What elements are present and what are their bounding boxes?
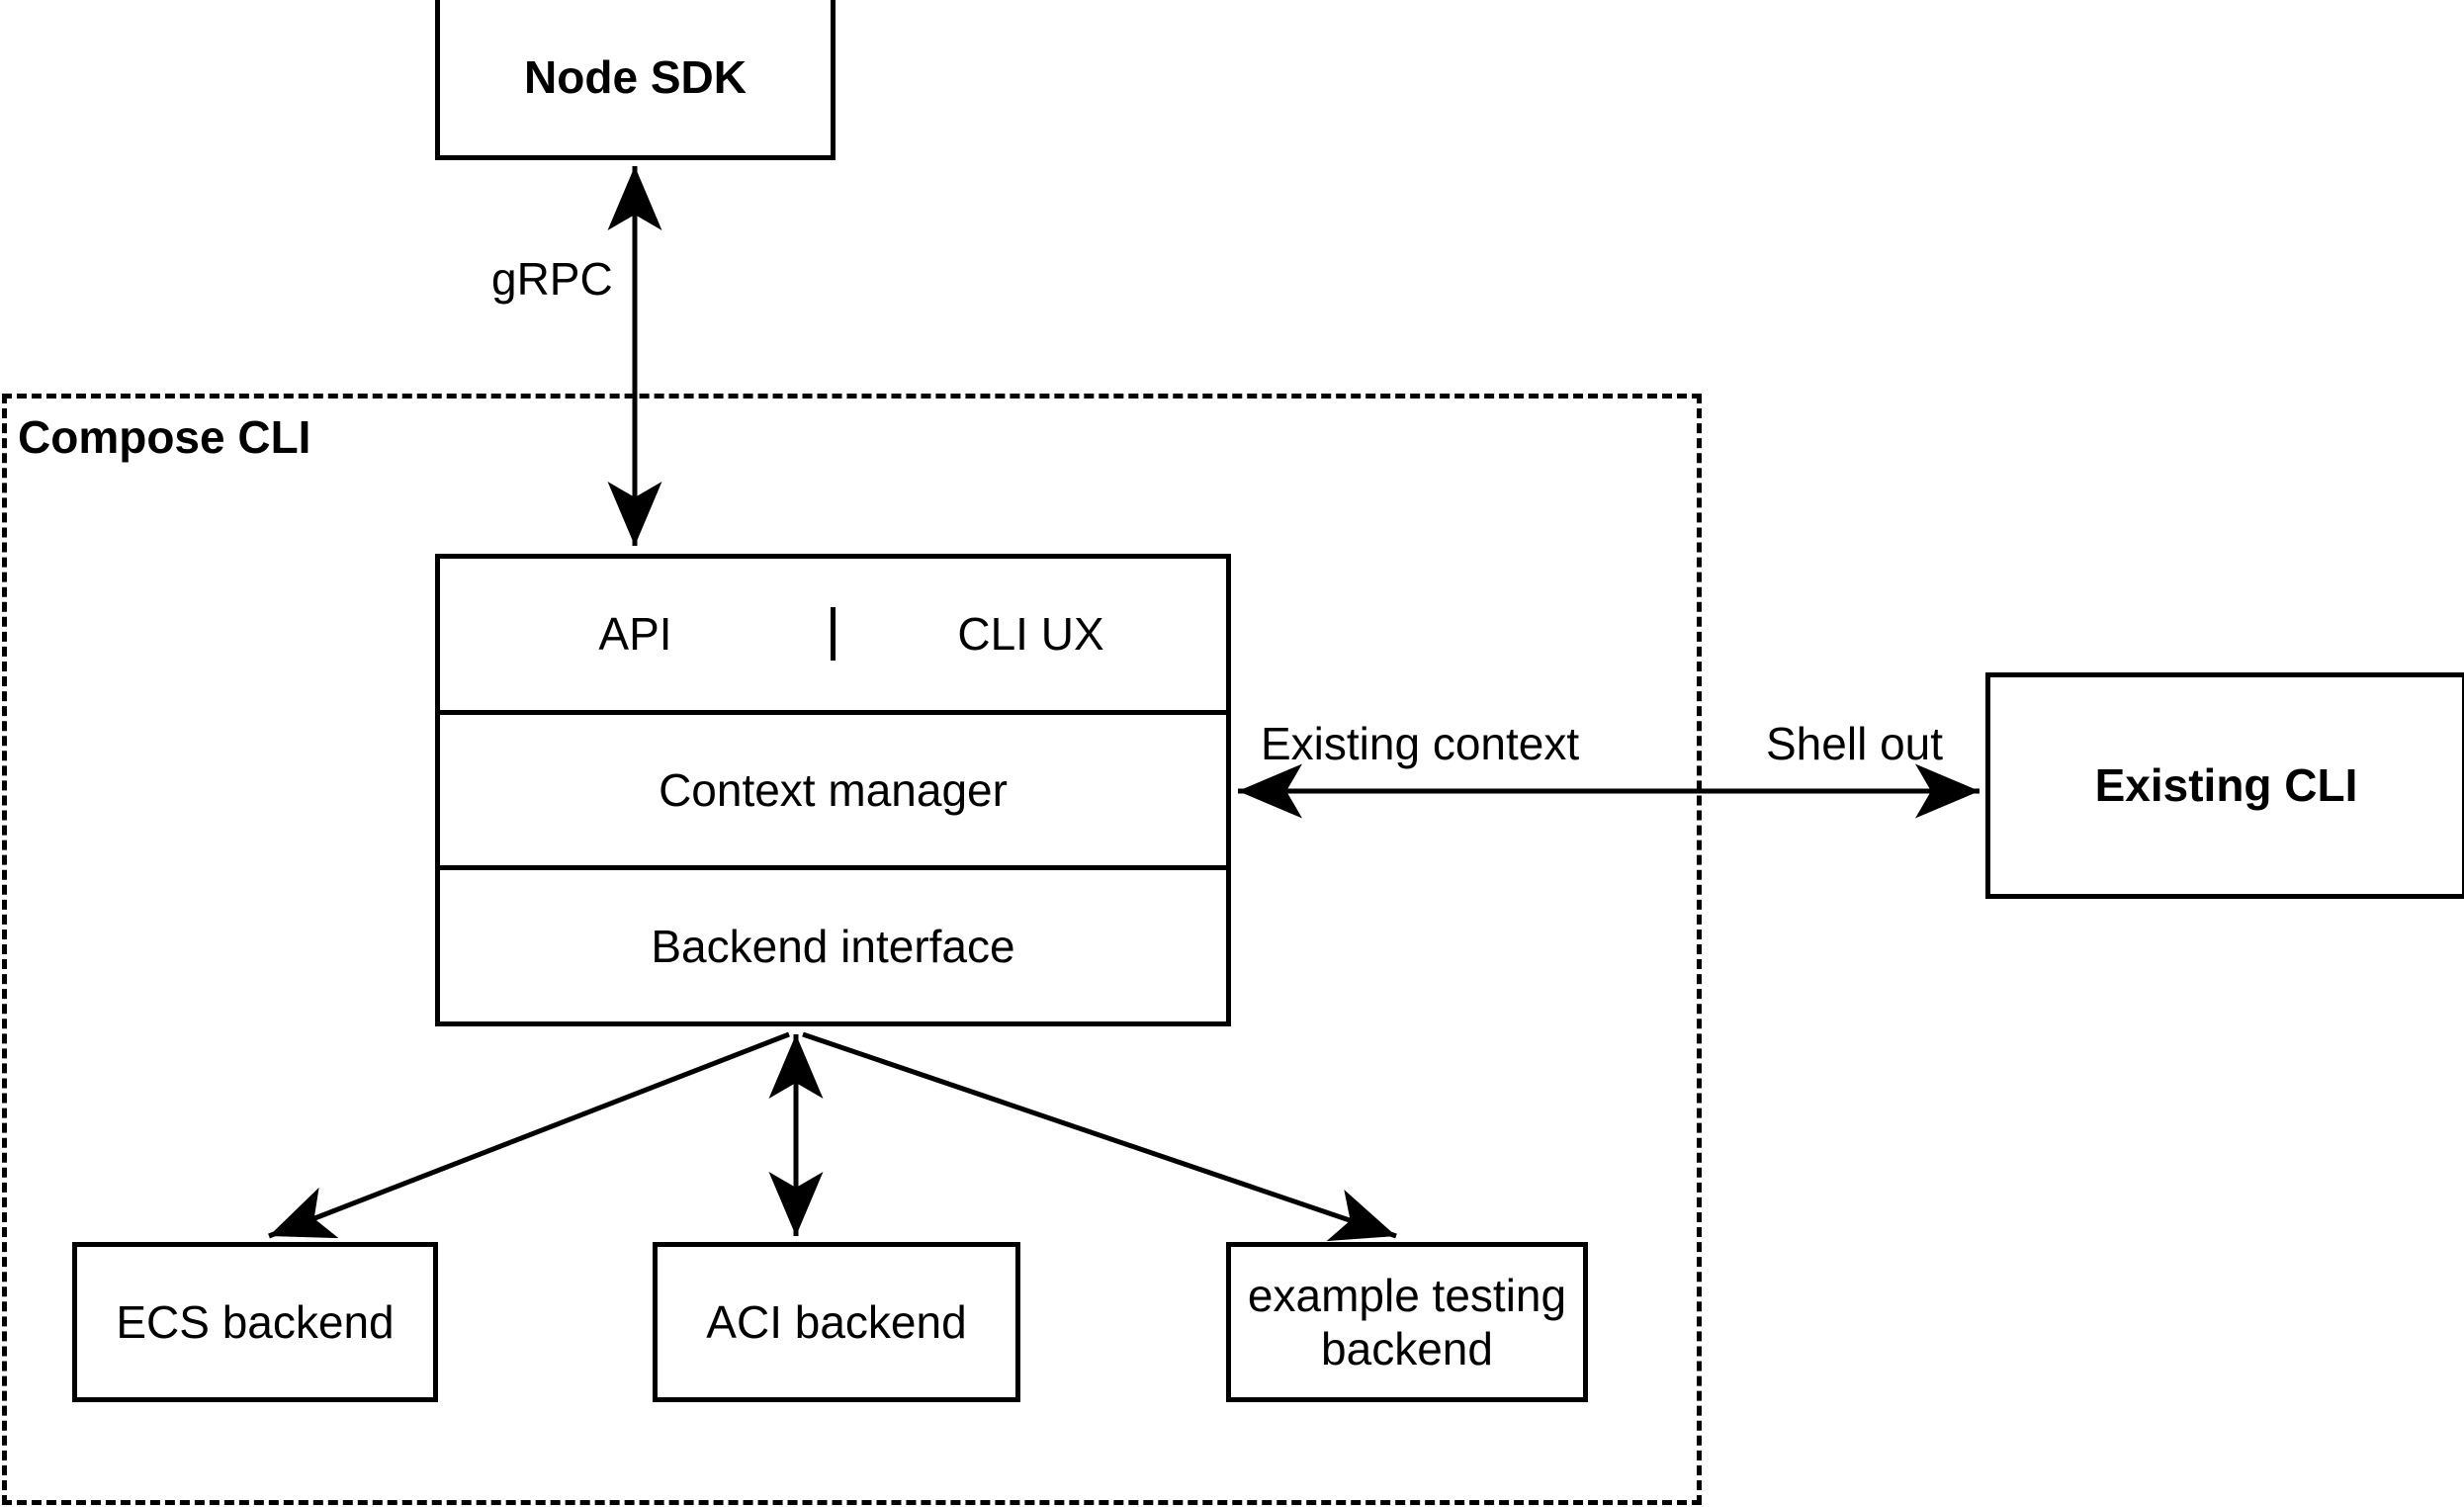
aci-backend-box: ACI backend <box>653 1242 1020 1402</box>
compose-cli-label: Compose CLI <box>18 411 311 463</box>
grpc-edge-label: gRPC <box>491 253 613 305</box>
example-testing-backend-label: example testing backend <box>1247 1269 1567 1374</box>
node-sdk-label: Node SDK <box>524 51 747 104</box>
aci-backend-label: ACI backend <box>706 1295 967 1348</box>
node-sdk-box: Node SDK <box>435 0 836 160</box>
ecs-backend-label: ECS backend <box>116 1295 395 1348</box>
api-label: API <box>598 608 672 661</box>
api-cell: API <box>440 607 831 661</box>
shell-out-edge-label: Shell out <box>1766 718 1944 769</box>
stack-row-api-cliux: API CLI UX <box>440 559 1226 710</box>
ecs-backend-box: ECS backend <box>72 1242 438 1402</box>
compose-cli-core-stack: API CLI UX Context manager Backend inter… <box>435 554 1231 1026</box>
example-testing-backend-box: example testing backend <box>1226 1242 1588 1402</box>
cli-ux-label: CLI UX <box>957 608 1104 661</box>
backend-interface-row: Backend interface <box>440 865 1226 1021</box>
cli-ux-cell: CLI UX <box>831 607 1226 662</box>
compose-cli-boundary <box>2 394 1702 1505</box>
context-manager-label: Context manager <box>659 764 1008 816</box>
existing-context-edge-label: Existing context <box>1261 718 1580 769</box>
existing-cli-box: Existing CLI <box>1985 672 2464 899</box>
existing-cli-label: Existing CLI <box>2094 759 2358 812</box>
backend-interface-label: Backend interface <box>651 920 1015 972</box>
context-manager-row: Context manager <box>440 709 1226 866</box>
